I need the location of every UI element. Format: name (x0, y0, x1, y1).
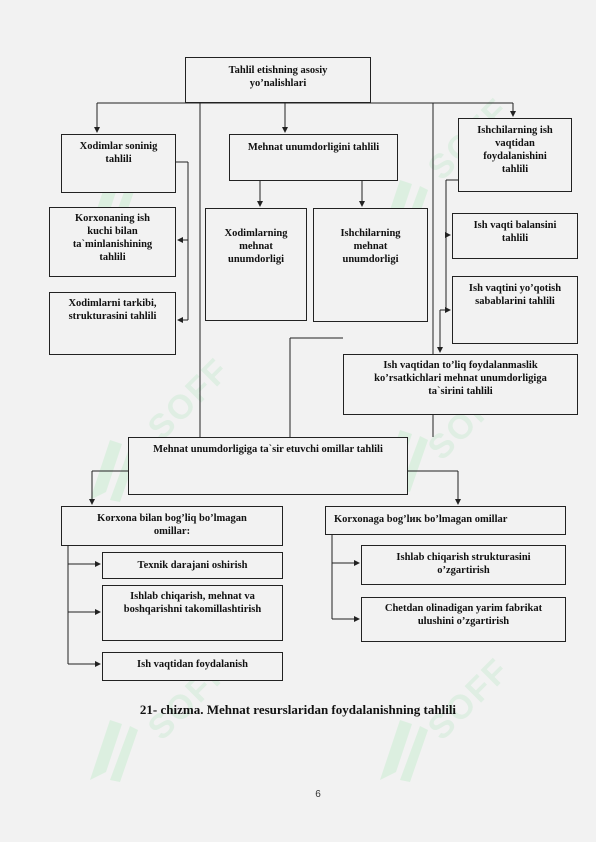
time-loss-reasons-box: Ish vaqtini yo’qotish sabablarini tahlil… (452, 276, 578, 344)
production-structure-box: Ishlab chiqarish strukturasini o’zgartir… (361, 545, 566, 585)
workers-productivity-box: Ishchilarning mehnat unumdorligi (313, 208, 428, 322)
figure-caption: 21- chizma. Mehnat resurslaridan foydala… (139, 702, 457, 717)
soff-logo-icon (90, 440, 138, 502)
root-box: Tahlil etishning asosiy yo’nalishlari (185, 57, 371, 103)
staff-structure-box: Xodimlarni tarkibi, strukturasini tahlil… (49, 292, 176, 355)
soff-logo-icon (380, 720, 428, 782)
page-number: 6 (315, 789, 321, 800)
management-improvement-box: Ishlab chiqarish, mehnat va boshqarishni… (102, 585, 283, 641)
factors-analysis-box: Mehnat unumdorligiga ta`sir etuvchi omil… (128, 437, 408, 495)
time-loss-impact-box: Ish vaqtidan to’liq foydalanmaslik ko’rs… (343, 354, 578, 415)
time-balance-box: Ish vaqti balansini tahlili (452, 213, 578, 259)
workforce-provision-box: Korxonaning ish kuchi bilan ta`minlanish… (49, 207, 176, 277)
independent-factors-box: Korxonaga bog’lик bo’lmagan omillar (325, 506, 566, 535)
time-use-box: Ish vaqtidan foydalanish (102, 652, 283, 681)
working-time-use-box: Ishchilarning ish vaqtidan foydalanishin… (458, 118, 572, 192)
tech-level-box: Texnik darajani oshirish (102, 552, 283, 579)
semi-finished-share-box: Chetdan olinadigan yarim fabrikat ulushi… (361, 597, 566, 642)
dependent-factors-box: Korxona bilan bog’liq bo’lmagan omillar: (61, 506, 283, 546)
employees-productivity-box: Xodimlarning mehnat unumdorligi (205, 208, 307, 321)
labor-productivity-box: Mehnat unumdorligini tahlili (229, 134, 398, 181)
soff-logo-icon (90, 720, 138, 782)
workers-count-box: Xodimlar soninig tahlili (61, 134, 176, 193)
